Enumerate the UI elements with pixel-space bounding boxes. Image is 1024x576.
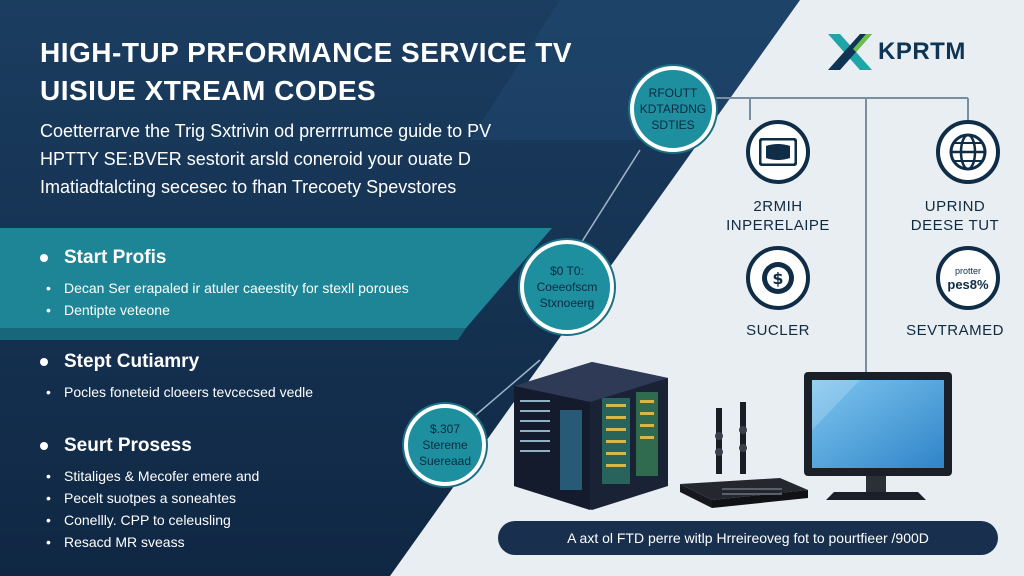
svg-text:$: $ — [772, 269, 783, 288]
section-stept-cutiamry: Stept Cutiamry Pocles foneteid cloeers t… — [40, 349, 313, 403]
caption-text: A axt ol FTD perre witlp Hrreireoveg fot… — [567, 530, 929, 546]
intro-paragraph: Coetterrarve the Trig Sxtrivin od prerrr… — [40, 117, 600, 201]
section-title-text: Stept Cutiamry — [64, 351, 200, 372]
x-logo-icon — [828, 34, 872, 70]
info-bubble-cost: $0 T0: Coeeofscm Stxnoeerg — [520, 240, 614, 334]
feature-label-deese: UPRIND DEESE TUT — [910, 198, 1000, 234]
percent-tag-icon: protter pes8% — [936, 246, 1000, 310]
list-item: Stitaliges & Mecofer emere and — [40, 465, 259, 487]
section-start-profis: Start Profis Decan Ser erapaled ir atule… — [40, 245, 409, 321]
bullet-dot-icon — [40, 442, 48, 450]
monitor-icon — [804, 372, 952, 500]
intro-line-3: Imatiadtalcting secesec to fhan Trecoety… — [40, 177, 457, 197]
headline: HIGH-TUP PRFORMANCE SERVICE TV UISIUE XT… — [40, 34, 660, 110]
caption-bar: A axt ol FTD perre witlp Hrreireoveg fot… — [498, 521, 998, 555]
logo-text: KPRTM — [878, 38, 966, 65]
feature-label-sevtramed: SEVTRAMED — [906, 322, 1004, 339]
section-title: Seurt Prosess — [40, 433, 259, 459]
headline-line-1: HIGH-TUP PRFORMANCE SERVICE TV — [40, 37, 573, 68]
list-item: Dentipte veteone — [40, 299, 409, 321]
list-item: Conellly. CPP to celeusling — [40, 509, 259, 531]
tv-screen-icon — [746, 120, 810, 184]
intro-line-1: Coetterrarve the Trig Sxtrivin od prerrr… — [40, 121, 492, 141]
section-seurt-prosess: Seurt Prosess Stitaliges & Mecofer emere… — [40, 433, 259, 553]
list-item: Pocles foneteid cloeers tevcecsed vedle — [40, 381, 313, 403]
section-title-text: Seurt Prosess — [64, 435, 192, 456]
bullet-dot-icon — [40, 358, 48, 366]
feature-label-inperelaipe: 2RMIH INPERELAIPE — [726, 198, 830, 234]
headline-line-2: UISIUE XTREAM CODES — [40, 75, 377, 106]
brand-logo: KPRTM — [826, 30, 996, 74]
intro-line-2: HPTTY SE:BVER sestorit arsld coneroid yo… — [40, 149, 471, 169]
bullet-list: Stitaliges & Mecofer emere and Pecelt su… — [40, 465, 259, 553]
bullet-list: Pocles foneteid cloeers tevcecsed vedle — [40, 381, 313, 403]
info-bubble-stream: $.307 Stereme Suereaad — [404, 404, 486, 486]
list-item: Resacd MR sveass — [40, 531, 259, 553]
bullet-list: Decan Ser erapaled ir atuler caeestity f… — [40, 277, 409, 321]
feature-label-sucler: SUCLER — [746, 322, 810, 339]
info-bubble-routing: RFOUTT KDTARDNG SDTIES — [630, 66, 716, 152]
list-item: Decan Ser erapaled ir atuler caeestity f… — [40, 277, 409, 299]
section-title: Stept Cutiamry — [40, 349, 313, 375]
list-item: Pecelt suotpes a soneahtes — [40, 487, 259, 509]
section-title: Start Profis — [40, 245, 409, 271]
router-icon — [680, 402, 808, 508]
bullet-dot-icon — [40, 254, 48, 262]
server-rack-icon — [514, 362, 668, 510]
globe-icon — [936, 120, 1000, 184]
dollar-coin-icon: $ — [746, 246, 810, 310]
section-title-text: Start Profis — [64, 247, 167, 268]
